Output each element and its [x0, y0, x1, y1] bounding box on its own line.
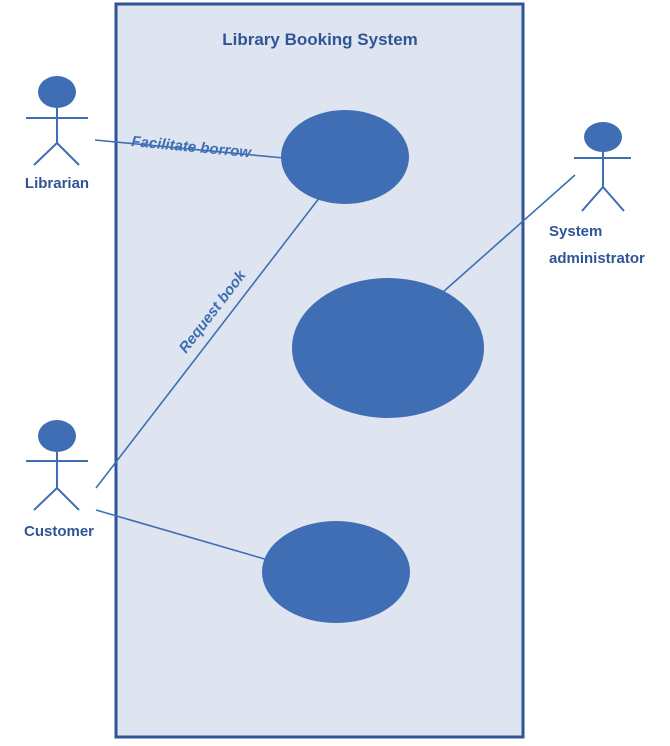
- actor-admin-label-line1: System: [549, 223, 602, 240]
- actor-admin-label-line2: administrator: [549, 250, 645, 267]
- association-librarian-facilitate-borrow: [94, 139, 285, 159]
- association-customer-request-book: [95, 196, 321, 489]
- actor-head: [38, 76, 76, 108]
- actor-customer: [26, 420, 88, 511]
- system-title: Library Booking System: [222, 30, 418, 49]
- actor-system-administrator: [574, 122, 631, 212]
- actor-customer-label: Customer: [24, 523, 94, 540]
- actor-head: [584, 122, 622, 152]
- actor-head: [38, 420, 76, 452]
- use-case-customer: [262, 521, 410, 623]
- use-case-admin: [292, 278, 484, 418]
- actor-librarian-label: Librarian: [25, 175, 89, 192]
- use-case-facilitate-borrow: [281, 110, 409, 204]
- actor-librarian: [26, 76, 88, 166]
- association-customer-usecase: [95, 509, 269, 561]
- association-admin-usecase: [442, 174, 576, 293]
